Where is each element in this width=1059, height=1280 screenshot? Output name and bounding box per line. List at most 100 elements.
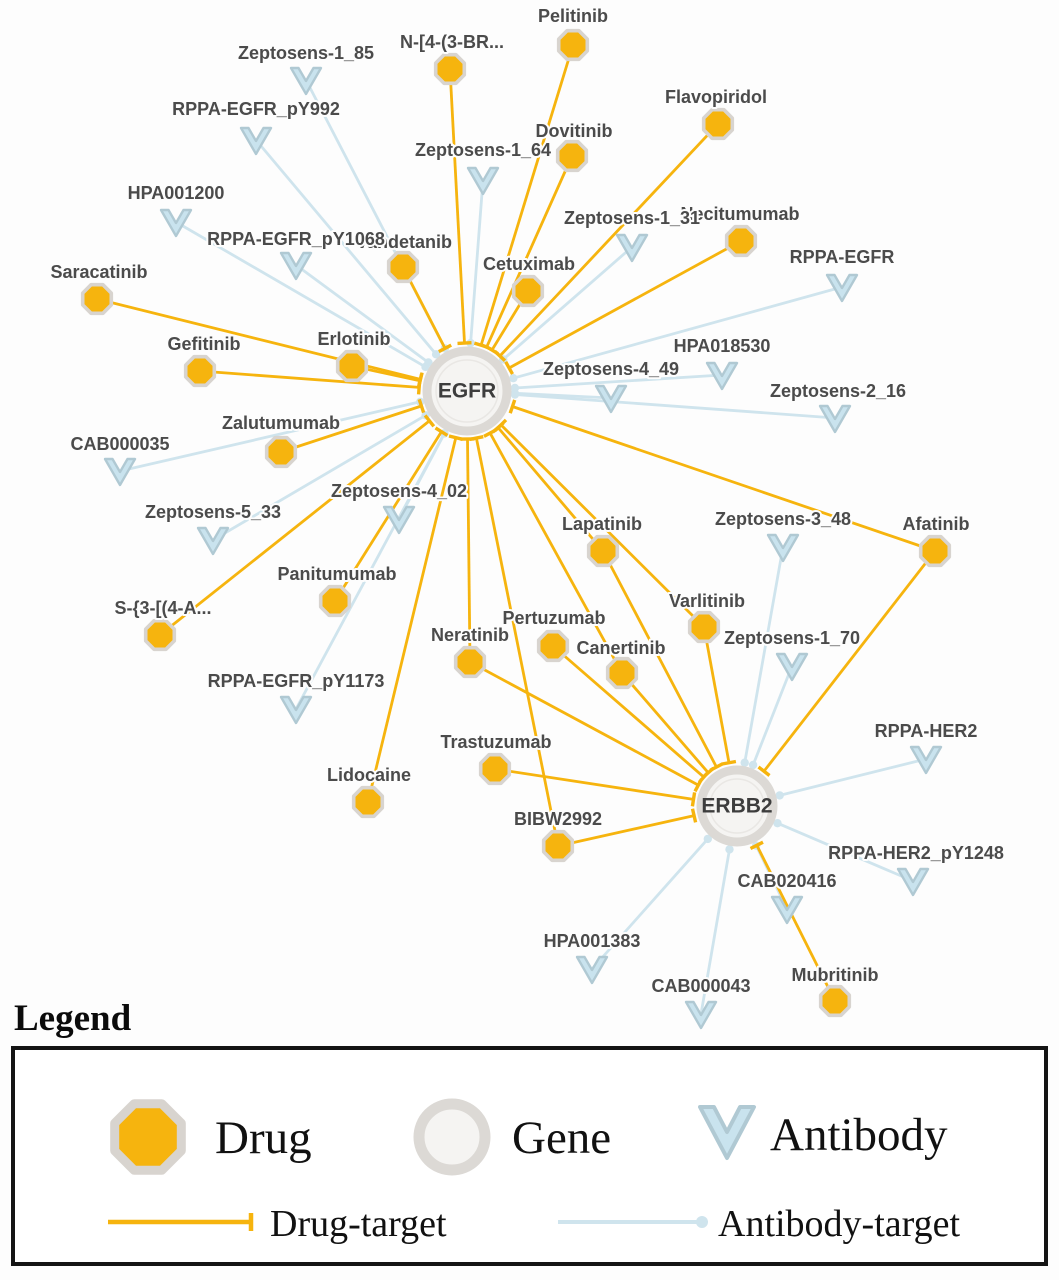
antibody-chevron-icon (239, 126, 273, 156)
drug-octagon-icon (433, 52, 467, 86)
antibody-chevron-icon (766, 533, 800, 563)
antibody-node-Zeptosens-1_70[interactable] (775, 652, 809, 682)
drug-node-Erlotinib[interactable] (335, 349, 369, 383)
drug-octagon-icon (386, 250, 420, 284)
drug-node-S-{3-[(4-A...[interactable] (143, 618, 177, 652)
drug-node-Panitumumab[interactable] (318, 584, 352, 618)
drug-legend-icon (110, 1099, 186, 1175)
edge-antibody-RPPA-HER2_pY1248-to-ERBB2 (773, 819, 914, 883)
drug-target-legend-sample (108, 1213, 254, 1231)
drug-octagon-icon (351, 785, 385, 819)
node-label-Varlitinib: Varlitinib (669, 591, 745, 611)
antibody-chevron-icon (896, 867, 930, 897)
drug-octagon-icon (724, 224, 758, 258)
antibody-node-Zeptosens-3_48[interactable] (766, 533, 800, 563)
antibody-chevron-icon (382, 505, 416, 535)
drug-node-Lapatinib[interactable] (586, 534, 620, 568)
drug-octagon-icon (555, 139, 589, 173)
antibody-node-HPA001200[interactable] (159, 208, 193, 238)
drug-node-Dovitinib[interactable] (555, 139, 589, 173)
gene-circle (696, 765, 778, 847)
antibody-chevron-icon (594, 384, 628, 414)
gene-node-EGFR[interactable] (422, 346, 512, 436)
drug-node-Canertinib[interactable] (605, 656, 639, 690)
drug-node-Afatinib[interactable] (918, 534, 952, 568)
antibody-node-Zeptosens-4_49[interactable] (594, 384, 628, 414)
antibody-chevron-icon (770, 895, 804, 925)
node-label-RPPA-HER2_pY1248: RPPA-HER2_pY1248 (828, 843, 1004, 863)
node-label-RPPA-EGFR_pY992: RPPA-EGFR_pY992 (172, 99, 340, 119)
node-label-Cetuximab: Cetuximab (483, 254, 575, 274)
antibody-node-RPPA-EGFR_pY1068[interactable] (279, 251, 313, 281)
antibody-node-Zeptosens-2_16[interactable] (818, 404, 852, 434)
edge-antibody-RPPA-EGFR_pY1068-to-EGFR (295, 263, 433, 367)
antibody-node-RPPA-EGFR_pY992[interactable] (239, 126, 273, 156)
node-label-Pertuzumab: Pertuzumab (502, 608, 605, 628)
edge-drug-Lidocaine-to-EGFR (366, 434, 464, 803)
antibody-node-Zeptosens-1_64[interactable] (466, 166, 500, 196)
edge-drug-Varlitinib-to-ERBB2 (702, 626, 737, 766)
edge-drug-Necitumumab-to-EGFR (504, 239, 742, 375)
antibody-node-CAB000043[interactable] (684, 1000, 718, 1030)
antibody-node-Zeptosens-4_02[interactable] (382, 505, 416, 535)
drug-target-tbar (508, 399, 517, 414)
antibody-node-HPA018530[interactable] (705, 361, 739, 391)
drug-node-Lidocaine[interactable] (351, 785, 385, 819)
antibody-target-legend-sample (558, 1216, 708, 1228)
gene-legend-label: Gene (512, 1112, 611, 1164)
drug-node-Gefitinib[interactable] (183, 354, 217, 388)
antibody-chevron-icon (705, 361, 739, 391)
drug-node-BIBW2992[interactable] (541, 829, 575, 863)
drug-node-Vandetanib[interactable] (386, 250, 420, 284)
drug-octagon-icon (556, 28, 590, 62)
edge-drug-Dovitinib-to-EGFR (479, 155, 574, 352)
node-label-RPPA-EGFR: RPPA-EGFR (790, 247, 895, 267)
drug-node-Mubritinib[interactable] (818, 984, 852, 1018)
antibody-node-RPPA-EGFR_pY1173[interactable] (279, 695, 313, 725)
drug-target-tbar (434, 426, 449, 437)
antibody-node-Zeptosens-1_31[interactable] (615, 233, 649, 263)
antibody-target-dot (725, 845, 734, 854)
antibody-node-CAB000035[interactable] (103, 457, 137, 487)
drug-node-Pelitinib[interactable] (556, 28, 590, 62)
node-label-Flavopiridol: Flavopiridol (665, 87, 767, 107)
legend-title: Legend (14, 998, 132, 1039)
antibody-node-HPA001383[interactable] (575, 955, 609, 985)
gene-circle (422, 346, 512, 436)
node-label-Saracatinib: Saracatinib (50, 262, 147, 282)
drug-target-tbar (690, 792, 697, 807)
edge-drug-Canertinib-to-ERBB2 (620, 672, 715, 779)
drug-node-N-[4-(3-BR...[interactable] (433, 52, 467, 86)
antibody-node-RPPA-HER2[interactable] (909, 745, 943, 775)
node-label-Zeptosens-2_16: Zeptosens-2_16 (770, 381, 906, 401)
drug-octagon-icon (80, 282, 114, 316)
node-label-Zeptosens-1_64: Zeptosens-1_64 (415, 140, 551, 160)
node-label-Zeptosens-1_85: Zeptosens-1_85 (238, 43, 374, 63)
antibody-node-CAB020416[interactable] (770, 895, 804, 925)
drug-target-tbar (457, 341, 472, 346)
drug-node-Neratinib[interactable] (453, 645, 487, 679)
node-label-HPA001383: HPA001383 (544, 931, 641, 951)
antibody-node-Zeptosens-1_85[interactable] (289, 66, 323, 96)
drug-node-Pertuzumab[interactable] (536, 629, 570, 663)
label-layer: EGFRERBB2PelitinibN-[4-(3-BR...Dovitinib… (48, 4, 1005, 998)
node-label-BIBW2992: BIBW2992 (514, 809, 602, 829)
drug-node-Saracatinib[interactable] (80, 282, 114, 316)
antibody-node-Zeptosens-5_33[interactable] (196, 526, 230, 556)
drug-node-Zalutumumab[interactable] (264, 435, 298, 469)
node-label-Zalutumumab: Zalutumumab (222, 413, 340, 433)
drug-node-Cetuximab[interactable] (511, 274, 545, 308)
node-label-HPA018530: HPA018530 (674, 336, 771, 356)
antibody-node-RPPA-EGFR[interactable] (825, 273, 859, 303)
antibody-node-RPPA-HER2_pY1248[interactable] (896, 867, 930, 897)
drug-node-Trastuzumab[interactable] (478, 752, 512, 786)
drug-octagon-icon (918, 534, 952, 568)
drug-node-Flavopiridol[interactable] (701, 107, 735, 141)
drug-node-Necitumumab[interactable] (724, 224, 758, 258)
drug-octagon-icon (335, 349, 369, 383)
drug-node-Varlitinib[interactable] (687, 610, 721, 644)
edge-antibody-Zeptosens-3_48-to-ERBB2 (740, 546, 785, 767)
gene-node-ERBB2[interactable] (696, 765, 778, 847)
node-label-Zeptosens-4_02: Zeptosens-4_02 (331, 481, 467, 501)
